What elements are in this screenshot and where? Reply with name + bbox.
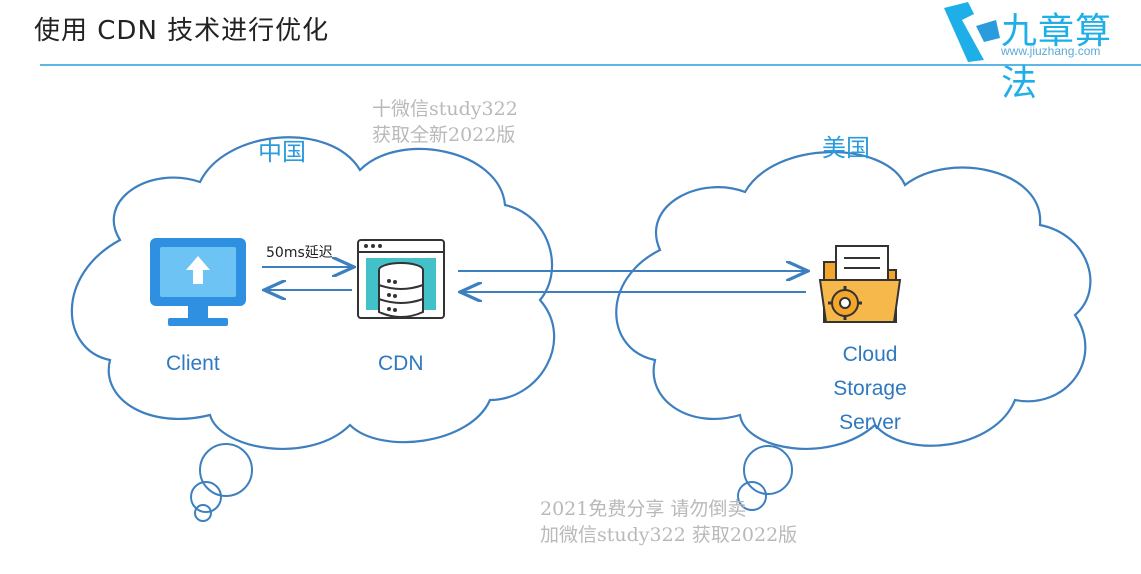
server-database-icon [357, 239, 445, 319]
usa-cloud [615, 151, 1092, 450]
server-label-line1: Cloud [842, 343, 898, 366]
watermark-bottom: 2021免费分享 请勿倒卖 加微信study322 获取2022版 [540, 496, 797, 548]
server-label: Cloud Storage Server [810, 338, 930, 440]
latency-label: 50ms延迟 [266, 245, 333, 261]
usa-bubble-large [743, 445, 793, 495]
watermark-bottom-line1: 2021免费分享 请勿倒卖 [540, 498, 747, 520]
china-bubble-medium [190, 481, 222, 513]
client-label: Client [166, 352, 220, 375]
watermark-top-line2: 获取全新2022版 [372, 124, 516, 146]
china-bubble-large [199, 443, 253, 497]
cdn-label: CDN [378, 352, 424, 375]
usa-bubble-medium [737, 481, 767, 511]
server-label-line2: Storage [833, 377, 907, 400]
jiuzhang-logo-icon [944, 2, 1000, 62]
watermark-bottom-line2: 加微信study322 获取2022版 [540, 524, 798, 546]
china-bubble-small [194, 504, 212, 522]
china-cloud [70, 136, 556, 450]
folder-gear-icon [818, 245, 902, 323]
logo-name: 九章算法 [1001, 11, 1113, 104]
logo-url: www.jiuzhang.com [1001, 44, 1101, 58]
region-usa-label: 美国 [822, 134, 870, 162]
server-label-line3: Server [839, 411, 901, 434]
watermark-top-line1: 十微信study322 [372, 98, 518, 120]
region-china-label: 中国 [258, 138, 306, 166]
monitor-upload-icon [150, 238, 246, 326]
page-title: 使用 CDN 技术进行优化 [34, 16, 330, 46]
watermark-top: 十微信study322 获取全新2022版 [372, 96, 518, 148]
title-divider [40, 64, 1141, 66]
